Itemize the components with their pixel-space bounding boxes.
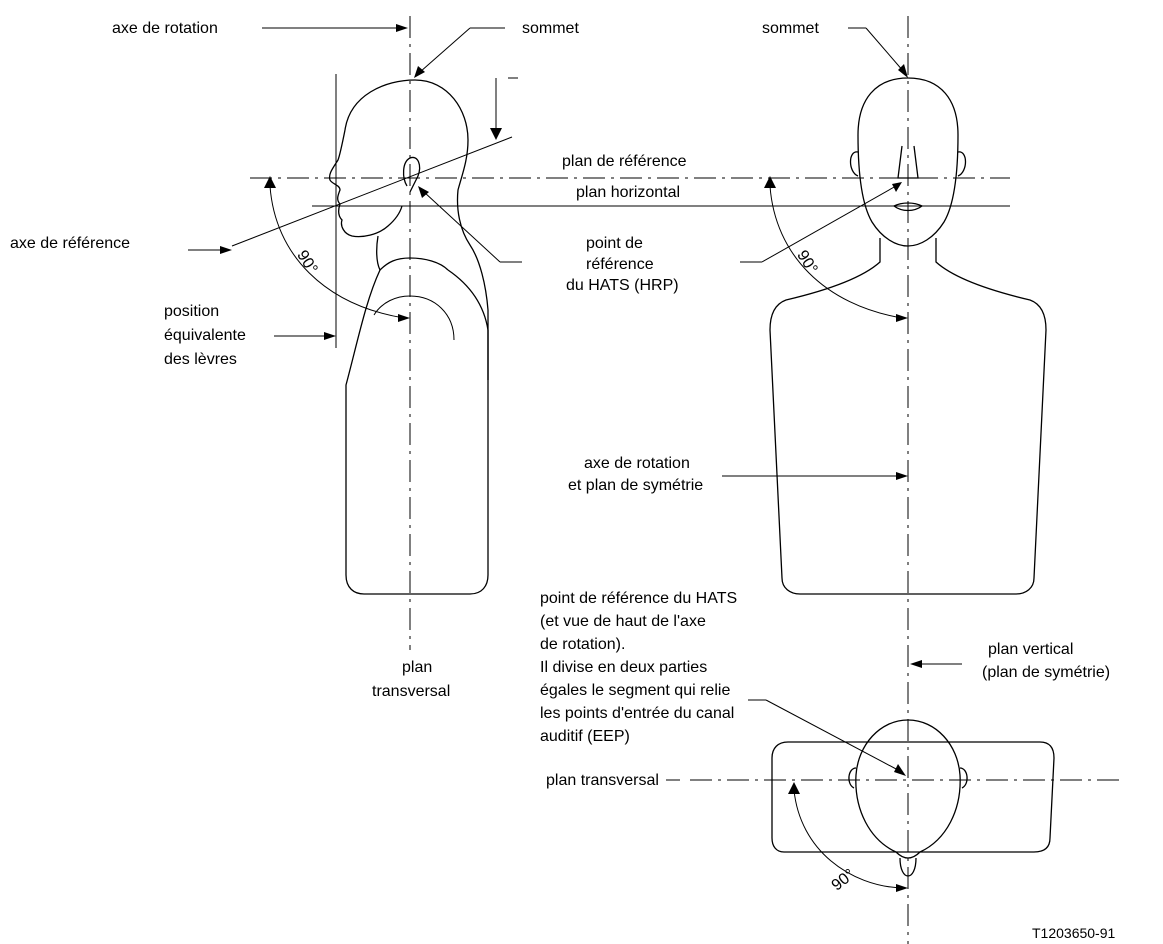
label-plan-transversal-bottom: plan transversal — [546, 772, 659, 789]
side-ear — [402, 156, 421, 193]
label-plan-horizontal: plan horizontal — [576, 184, 680, 201]
front-view — [769, 16, 1047, 944]
front-head-outline — [857, 77, 959, 247]
label-plan-vertical-2: (plan de symétrie) — [982, 664, 1110, 681]
label-axe-sym-line1: axe de rotation — [584, 455, 690, 472]
label-axe-rotation-top: axe de rotation — [112, 20, 218, 37]
side-torso-back — [447, 269, 489, 331]
label-hats-note-4: Il divise en deux parties — [540, 659, 707, 676]
label-levres-line3: des lèvres — [164, 351, 237, 368]
label-hats-note-3: de rotation). — [540, 636, 625, 653]
shoulder-arc — [373, 295, 455, 341]
label-hats-note-2: (et vue de haut de l'axe — [540, 613, 706, 630]
label-angle-left: 90° — [293, 248, 320, 278]
figure-code: T1203650-91 — [1032, 925, 1116, 941]
top-left-ear — [848, 767, 857, 789]
label-plan-reference: plan de référence — [562, 153, 687, 170]
front-right-ear — [957, 151, 967, 177]
reference-axis-line — [231, 136, 513, 247]
label-sommet-right: sommet — [762, 20, 819, 37]
label-axe-reference: axe de référence — [10, 235, 130, 252]
label-hrp-line1: point de — [586, 235, 643, 252]
label-plan-transversal-left-2: transversal — [372, 683, 450, 700]
label-hrp-line2: référence — [586, 256, 654, 273]
label-hats-note-1: point de référence du HATS — [540, 590, 737, 607]
label-levres-line2: équivalente — [164, 327, 246, 344]
front-left-ear — [849, 151, 859, 177]
leader-lines — [188, 24, 962, 892]
top-view — [690, 719, 1120, 877]
bottom-angle-arc — [793, 789, 903, 889]
right-angle-arc — [769, 185, 903, 319]
side-neck — [376, 235, 449, 272]
side-head-outline — [344, 79, 489, 380]
top-head — [855, 719, 961, 859]
side-face-profile — [328, 129, 403, 238]
side-torso — [345, 269, 489, 595]
label-plan-transversal-left-1: plan — [402, 659, 432, 676]
label-angle-right: 90° — [793, 248, 820, 278]
label-hats-note-6: les points d'entrée du canal — [540, 705, 734, 722]
label-plan-vertical-1: plan vertical — [988, 641, 1073, 658]
front-mouth — [892, 202, 924, 212]
top-shoulders — [771, 741, 1055, 853]
label-sommet-left: sommet — [522, 20, 579, 37]
label-hrp-line3: du HATS (HRP) — [566, 277, 679, 294]
label-hats-note-5: égales le segment qui relie — [540, 682, 730, 699]
side-view — [231, 16, 1010, 650]
label-hats-note-7: auditif (EEP) — [540, 728, 630, 745]
label-axe-sym-line2: et plan de symétrie — [568, 477, 703, 494]
left-angle-arc — [269, 185, 405, 319]
label-levres-line1: position — [164, 303, 219, 320]
front-torso — [769, 238, 1047, 595]
top-right-ear — [959, 767, 968, 789]
label-angle-bottom: 90° — [829, 866, 859, 894]
top-nose — [899, 857, 917, 877]
front-nose — [897, 145, 919, 179]
